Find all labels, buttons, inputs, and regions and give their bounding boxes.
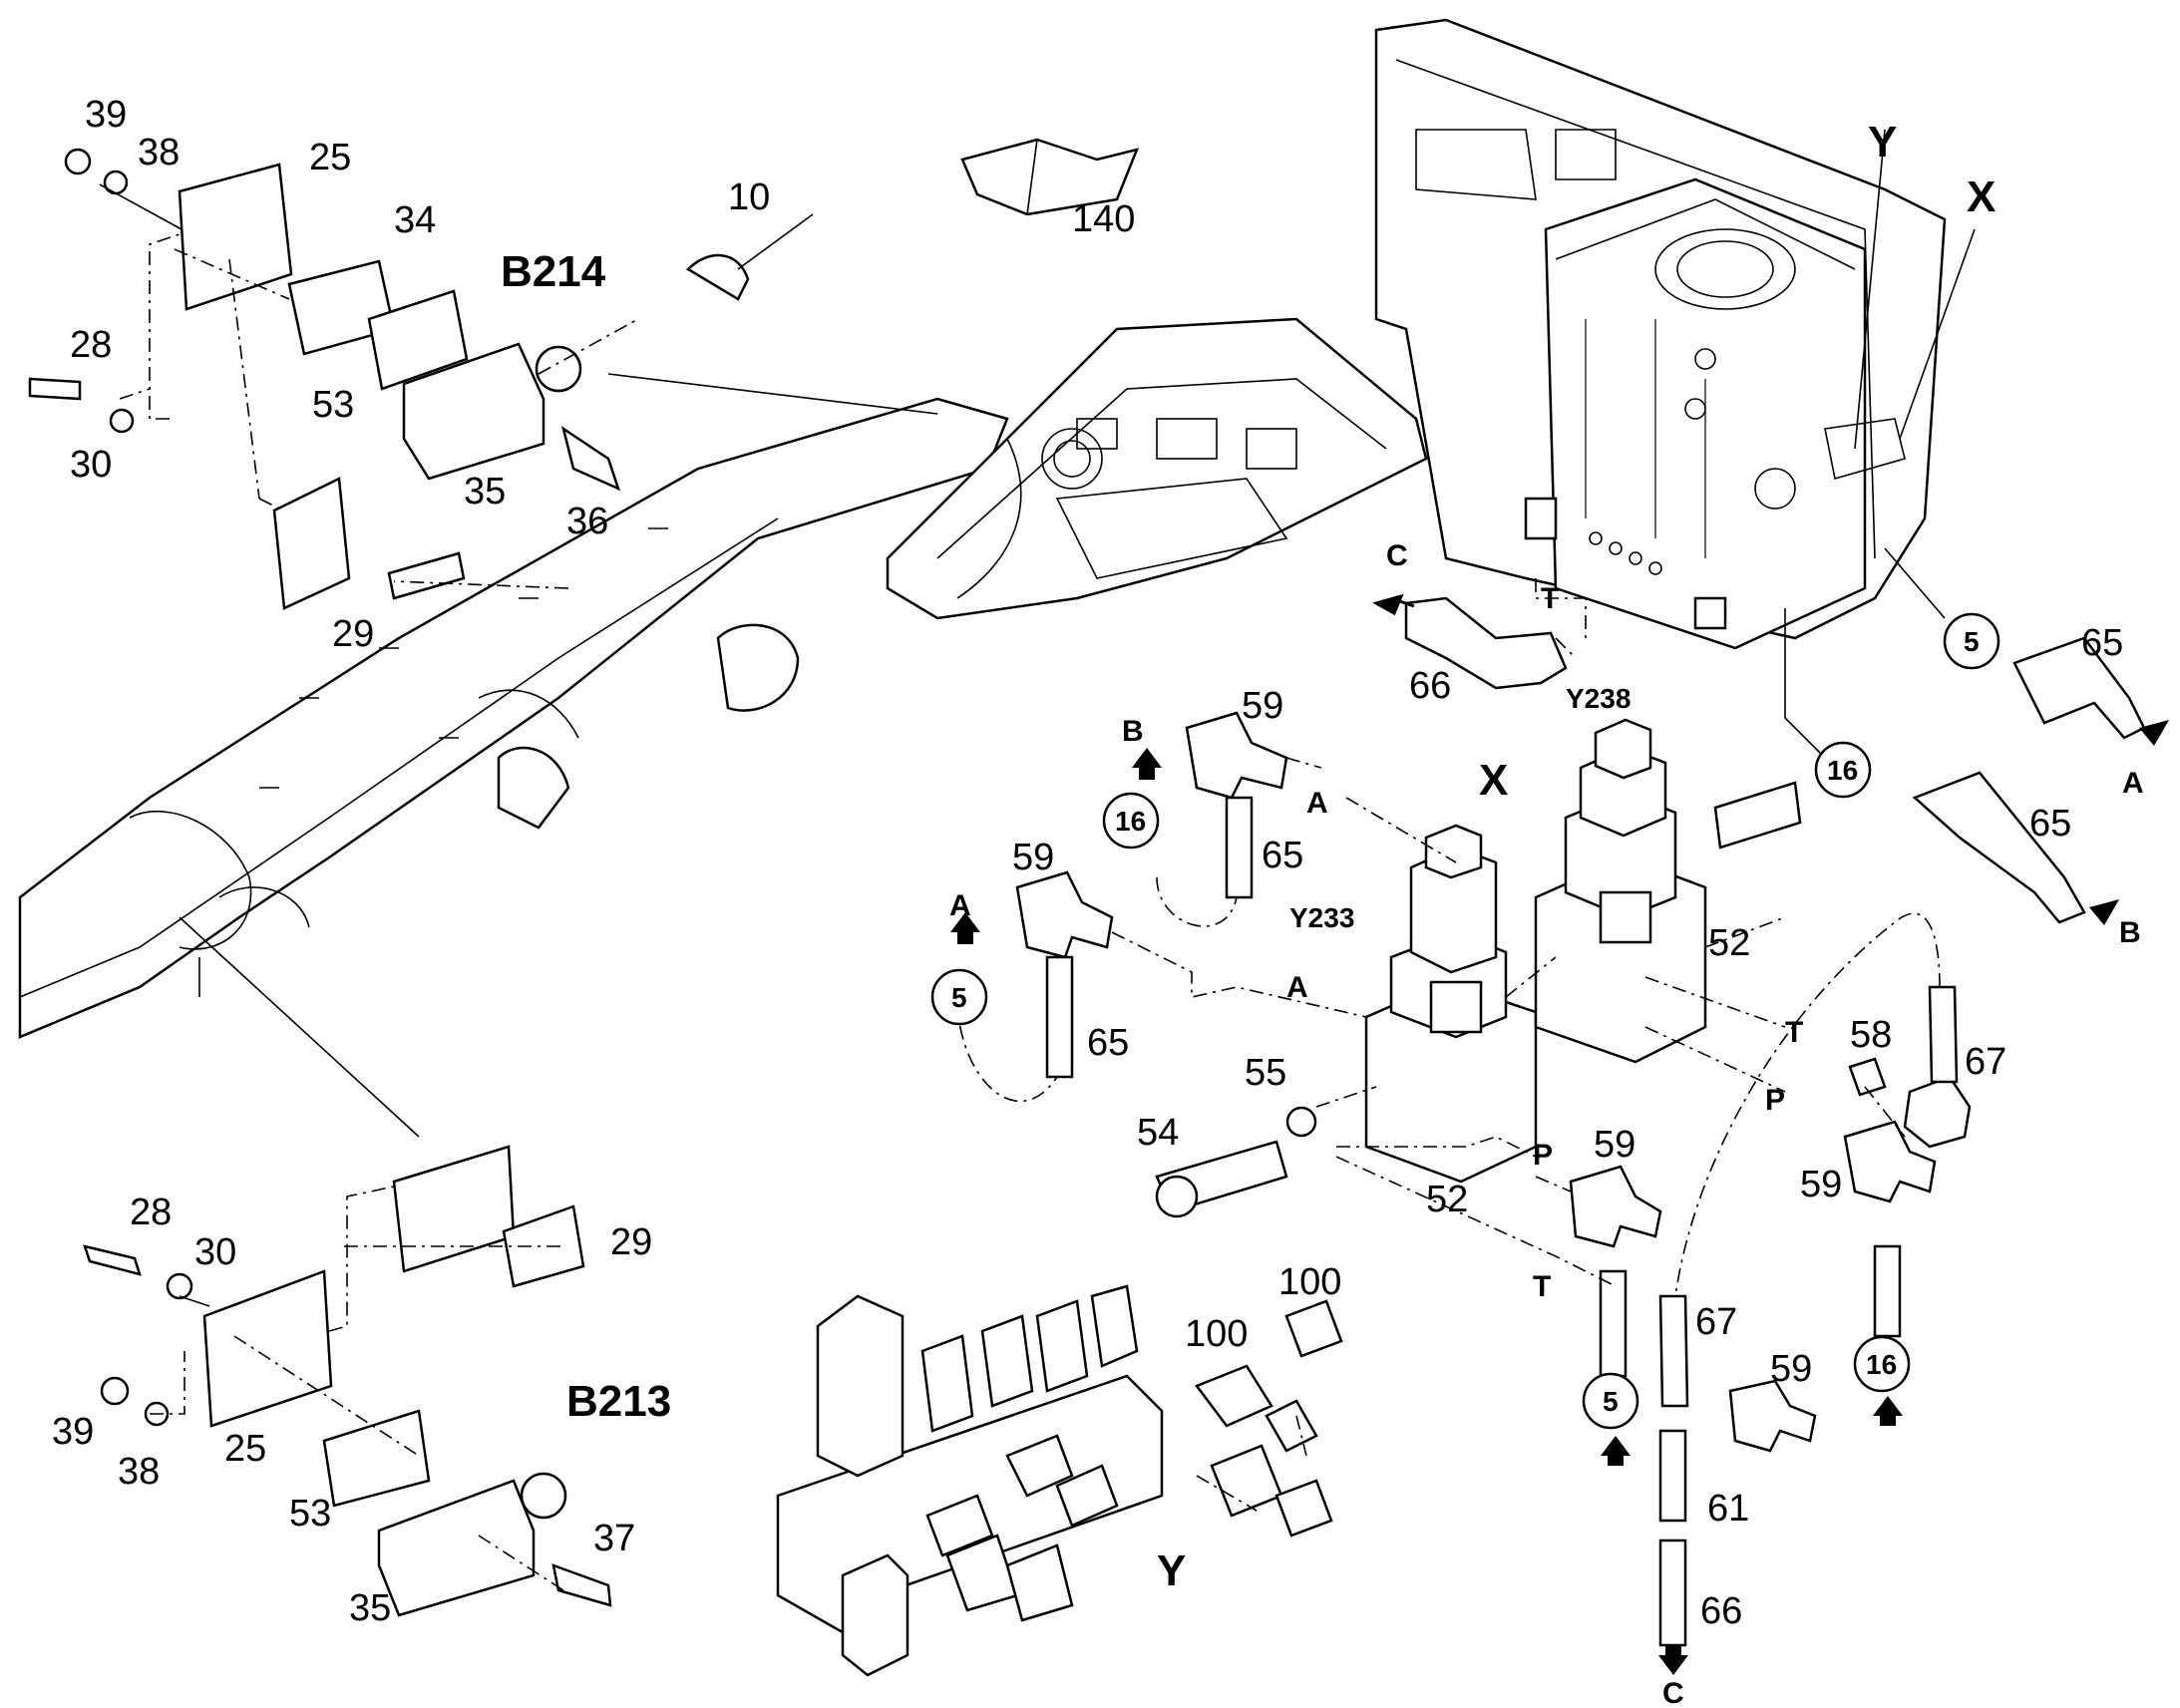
arrow-5-bottom-icon (1601, 1436, 1631, 1466)
label-39-top: 39 (85, 94, 127, 136)
label-39-bottom: 39 (52, 1411, 94, 1453)
label-38-top: 38 (138, 132, 180, 173)
label-b-left: B (1122, 715, 1144, 748)
leader-lines (99, 129, 1976, 1591)
label-circle-16-left: 16 (1115, 806, 1146, 837)
label-b213: B213 (566, 1377, 671, 1426)
b213-assembly (83, 1145, 612, 1617)
arrow-a-right-icon (2139, 720, 2169, 746)
arrow-16-bottom-icon (1873, 1396, 1903, 1426)
label-66-top: 66 (1409, 665, 1451, 707)
hydraulic-cabinet (1374, 18, 1947, 650)
label-65-right-bottom: 65 (2029, 803, 2071, 845)
label-x-mid: X (1479, 756, 1508, 805)
label-circle-5-left: 5 (951, 982, 967, 1013)
manifold-y-assembly (776, 1284, 1343, 1677)
label-a-left: A (949, 889, 971, 922)
boom-arm (18, 397, 1009, 1039)
label-59-left: 59 (1012, 837, 1054, 878)
label-36: 36 (566, 501, 608, 542)
circle-marker-16-right (1814, 741, 1872, 799)
label-28-bottom: 28 (130, 1192, 172, 1233)
label-y-bottom: Y (1157, 1546, 1186, 1595)
label-30-bottom: 30 (194, 1231, 236, 1273)
label-140: 140 (1072, 198, 1135, 240)
circle-marker-5-left (930, 968, 988, 1026)
label-29-top: 29 (332, 613, 374, 655)
label-t-top: T (1541, 582, 1559, 615)
label-x-top: X (1967, 172, 1996, 221)
flow-arrows (950, 593, 2169, 1675)
label-b-right: B (2119, 916, 2141, 949)
label-y238: Y238 (1566, 683, 1631, 714)
label-p-port-right: P (1765, 1084, 1785, 1117)
label-37: 37 (593, 1518, 635, 1559)
label-28-top: 28 (70, 324, 112, 366)
label-59-lower: 59 (1770, 1348, 1812, 1390)
machine-frame (886, 317, 1428, 620)
label-67-lower: 67 (1695, 1301, 1737, 1343)
label-53-bottom: 53 (289, 1493, 331, 1535)
label-55: 55 (1245, 1052, 1286, 1094)
label-y-top: Y (1868, 118, 1897, 167)
part-labels: 39 38 25 34 B214 10 140 28 53 30 35 36 2… (52, 94, 2144, 1708)
arrow-a-left-icon (950, 912, 980, 944)
label-34: 34 (394, 199, 436, 241)
label-a-port-lower: A (1286, 971, 1308, 1004)
label-52-right: 52 (1708, 922, 1750, 964)
label-54: 54 (1137, 1112, 1179, 1154)
label-59-center: 59 (1594, 1124, 1635, 1166)
label-30-top: 30 (70, 444, 112, 486)
label-100-left: 100 (1185, 1313, 1248, 1355)
label-25-bottom: 25 (224, 1428, 266, 1470)
label-65-right-top: 65 (2081, 622, 2123, 664)
label-circle-5-right: 5 (1964, 626, 1980, 657)
label-circle-16-right: 16 (1827, 755, 1858, 786)
arrow-c-top-icon (1372, 593, 1415, 616)
label-59-upper: 59 (1242, 685, 1283, 727)
label-29-bottom: 29 (610, 1221, 652, 1263)
label-52-bottom: 52 (1426, 1179, 1468, 1220)
valve-x-assembly (1155, 718, 1802, 1218)
circle-marker-5-bottom (1582, 1372, 1639, 1430)
label-y233: Y233 (1289, 902, 1354, 933)
circle-marker-16-left (1102, 792, 1160, 850)
label-59-right: 59 (1800, 1164, 1842, 1205)
label-p-port-center: P (1533, 1139, 1553, 1172)
label-35-bottom: 35 (349, 1587, 391, 1629)
label-circle-16-bottom: 16 (1866, 1349, 1897, 1380)
reference-circles (930, 612, 2000, 1430)
hydraulic-fittings (1015, 596, 2146, 1647)
label-100-right: 100 (1278, 1261, 1341, 1303)
label-35-top: 35 (464, 471, 506, 512)
label-c-top: C (1386, 539, 1408, 572)
label-circle-5-bottom: 5 (1603, 1386, 1619, 1417)
label-61: 61 (1707, 1488, 1749, 1530)
arrow-b-left-icon (1132, 748, 1162, 780)
circle-marker-16-bottom (1853, 1335, 1911, 1393)
label-38-bottom: 38 (118, 1451, 160, 1493)
label-25-top: 25 (309, 137, 351, 178)
label-t-port-center: T (1533, 1270, 1551, 1303)
circle-marker-5-right (1943, 612, 2000, 670)
label-65-upper-mid: 65 (1262, 835, 1303, 876)
label-58: 58 (1850, 1014, 1892, 1056)
arrow-b-right-icon (2089, 899, 2119, 925)
label-a-right: A (2122, 767, 2144, 800)
label-65-left: 65 (1087, 1022, 1129, 1064)
arrow-c-bottom-icon (1658, 1645, 1688, 1675)
label-53-top: 53 (312, 384, 354, 426)
manual-book-icon (960, 138, 1140, 216)
label-10: 10 (728, 176, 770, 218)
label-66-bottom: 66 (1700, 1590, 1742, 1632)
label-b214: B214 (501, 247, 606, 296)
label-c-bottom: C (1662, 1677, 1684, 1708)
b214-assembly (28, 148, 814, 610)
label-67-right: 67 (1965, 1041, 2006, 1083)
label-t-port-right: T (1785, 1016, 1803, 1049)
label-a-port-upper: A (1306, 787, 1328, 820)
